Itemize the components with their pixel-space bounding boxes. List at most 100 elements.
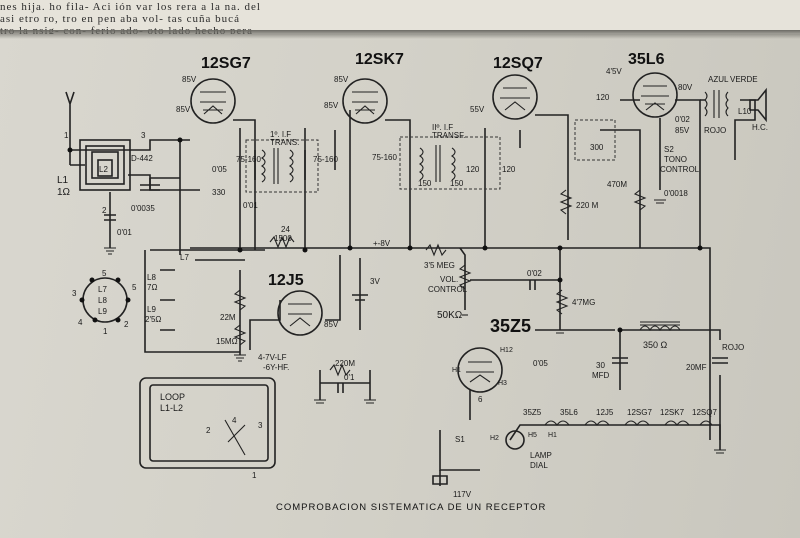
label-l10: L10 [738,107,752,116]
socket-5a: 5 [102,269,107,278]
tube-label-35l6: 35L6 [628,51,665,68]
label-120b: 120 [502,165,516,174]
label-r24: 24 [281,225,290,234]
label-01: 0'1 [344,373,355,382]
label-d442: D-442 [131,154,153,163]
label-h5: H5 [528,432,537,439]
tube-12j5 [277,290,323,336]
socket-4: 4 [78,318,83,327]
label-85v-2: 85V [176,105,191,114]
label-mfd: MFD [592,371,610,380]
socket-5b: 5 [132,283,137,292]
label-rojo-2: ROJO [722,343,744,352]
label-3-5meg: 3'5 MEG [424,261,455,270]
capacitors [104,119,728,393]
socket-l9: L9 [98,307,107,316]
label-tono-control: CONTROL [660,165,700,174]
label-trans2: IIº. I.F [432,123,453,132]
labels: 12SG7 12SK7 12SQ7 35L6 12J5 35Z5 L1 1Ω L… [57,51,768,513]
socket-3: 3 [72,289,77,298]
chain-35l6: 35L6 [560,408,578,417]
label-150b: 150 [450,179,464,188]
label-vol-control: CONTROL [428,285,468,294]
label-117v: 117V [453,490,472,499]
label-75-160b: 75-160 [313,155,338,164]
label-b8v: +-8V [373,239,391,248]
label-470m: 470M [607,180,627,189]
label-l1-ohm: 1Ω [57,187,71,198]
speaker [749,87,767,123]
label-pin6: 6 [478,395,483,404]
label-trans2b: TRANSF. [432,131,465,140]
resistors [233,189,647,377]
loop-n1: 1 [252,471,257,480]
label-120a: 120 [466,165,480,174]
label-0018: 0'0018 [664,189,688,198]
label-r1500: 1500 [274,234,292,243]
socket-l7: L7 [98,285,107,294]
label-300: 300 [590,143,604,152]
loop-label: LOOP [160,392,185,402]
junctions [67,137,703,333]
filter-choke [639,321,681,332]
loop-l1-l2-box [139,377,276,469]
label-4-5v: 4'5V [606,67,622,76]
label-bias-hf: -6Y-HF. [263,363,289,372]
label-h3: H3 [498,380,507,387]
label-n2: 2 [102,206,107,215]
label-85v-1: 85V [182,75,197,84]
if-transformer-1 [245,139,319,193]
tube-label-12j5: 12J5 [268,272,304,289]
chain-12sk7: 12SK7 [660,408,685,417]
label-002b: 0'02 [527,269,542,278]
chain-12j5: 12J5 [596,408,614,417]
tube-label-12sk7: 12SK7 [355,51,404,68]
tube-label-12sq7: 12SQ7 [493,55,543,72]
label-20mf: 20MF [686,363,707,372]
label-85v-3: 85V [334,75,349,84]
book-text-line: nes hija. ho fila- Aci ión var los rera … [0,1,261,13]
label-001b: 0'01 [243,201,258,210]
page-fold-shadow [0,30,800,39]
label-220m-b: 220M [335,359,355,368]
lamp [505,430,525,450]
label-verde: VERDE [730,75,758,84]
label-h1-b: H1 [548,432,557,439]
label-150a: 150 [418,179,432,188]
socket-1: 1 [103,327,108,336]
label-lamp: LAMP [530,451,552,460]
label-h1: H1 [452,367,461,374]
label-l8: L8 [147,273,156,282]
label-350-ohm: 350 Ω [643,340,668,350]
label-001a: 0'01 [117,228,132,237]
label-bias-lf: 4-7V-LF [258,353,287,362]
label-trans1: 1º. I.F [270,130,291,139]
tube-12sq7 [492,74,538,120]
label-220m: 220 M [576,201,599,210]
chain-12sq7: 12SQ7 [692,408,717,417]
socket-l8: L8 [98,296,107,305]
label-vol: VOL. [440,275,458,284]
figure-caption: COMPROBACION SISTEMATICA DE UN RECEPTOR [276,502,546,513]
label-15m: 15MΩ [216,337,238,346]
power-plug [432,470,448,486]
book-text-line: asi etro ro, tro en pen aba vol- tas cuñ… [0,13,240,25]
loop-n4: 4 [232,416,237,425]
label-s2: S2 [664,145,674,154]
label-l9: L9 [147,305,156,314]
loop-n2: 2 [206,426,211,435]
antenna-loop-coil [79,139,131,191]
if-transformer-2 [399,136,501,190]
label-h12: H12 [500,347,513,354]
label-rojo: ROJO [704,126,726,135]
filament-chain-coils [544,420,713,426]
output-transformer [704,90,729,118]
label-hc: H.C. [752,123,768,132]
label-l7: L7 [180,253,189,262]
loop-n3: 3 [258,421,263,430]
label-120c: 120 [596,93,610,102]
label-tono: TONO [664,155,687,164]
label-55v: 55V [470,105,485,114]
label-80v: 80V [678,83,693,92]
